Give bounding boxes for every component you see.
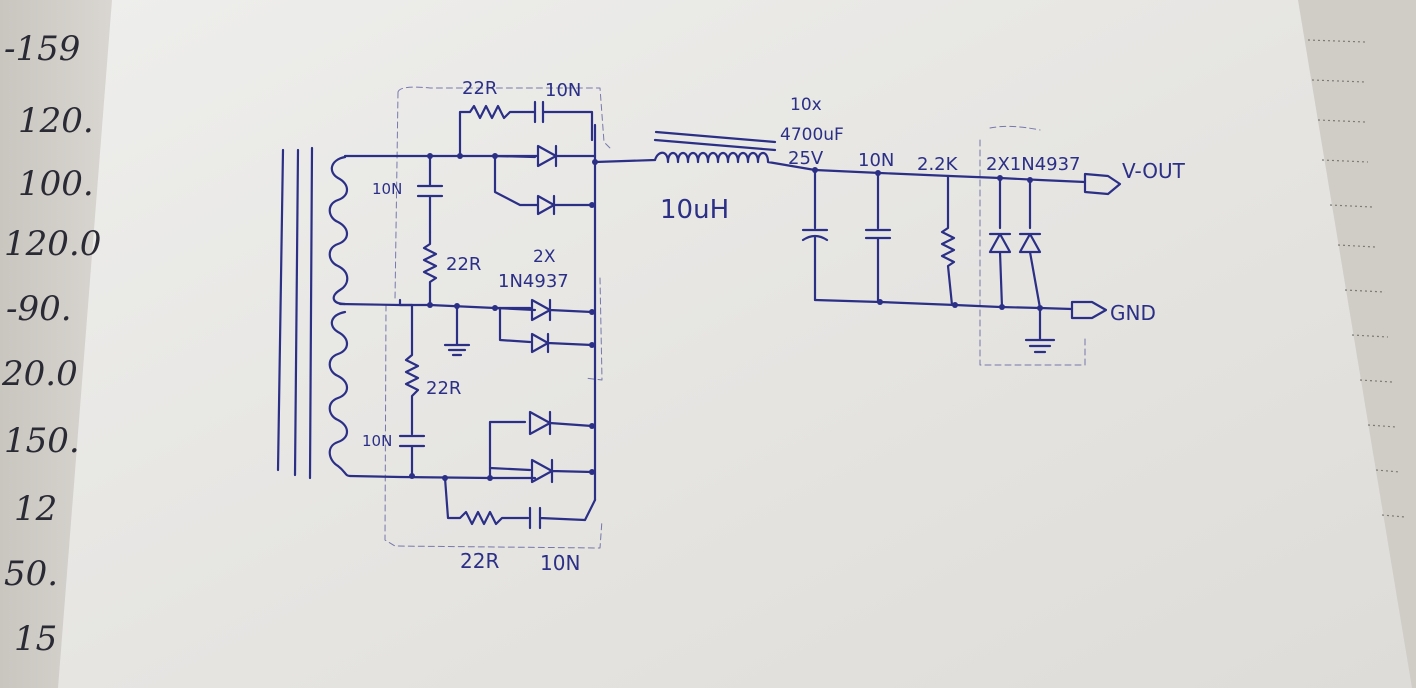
label-bottom-snubber-c: 10N bbox=[540, 551, 580, 575]
diode-low-1 bbox=[488, 410, 594, 480]
wire bbox=[398, 298, 414, 307]
margin-number: 100. bbox=[18, 164, 94, 204]
margin-number: 15 bbox=[14, 619, 57, 659]
resistor-22r-low bbox=[404, 303, 420, 434]
margin-number: 120.0 bbox=[4, 224, 101, 264]
diode-top-1 bbox=[493, 144, 597, 168]
gnd-connector bbox=[1070, 300, 1108, 320]
junction-dots bbox=[409, 153, 1043, 481]
label-cap-bank-count: 10x bbox=[790, 95, 822, 115]
resistor-2k2 bbox=[940, 174, 956, 307]
ground-symbol-out bbox=[1024, 306, 1056, 354]
label-cap-left-low: 10N bbox=[362, 432, 392, 450]
label-cap-left-top: 10N bbox=[372, 180, 402, 198]
label-vout: V-OUT bbox=[1122, 159, 1186, 183]
label-out-diodes: 2X1N4937 bbox=[986, 154, 1081, 175]
margin-number: 50. bbox=[4, 554, 58, 594]
snubber-top bbox=[458, 100, 594, 158]
inductor-core bbox=[653, 130, 777, 152]
label-top-snubber-c: 10N bbox=[545, 80, 581, 101]
wire bbox=[813, 298, 1074, 311]
capacitor-10n-top bbox=[416, 154, 444, 234]
inductor-10uh bbox=[593, 151, 817, 172]
transformer-winding-bottom bbox=[328, 310, 352, 478]
margin-number: -90. bbox=[6, 289, 72, 329]
transformer-winding-top bbox=[328, 155, 349, 306]
label-res-left-low: 22R bbox=[426, 378, 461, 399]
label-diode-pair-count: 2X bbox=[533, 247, 556, 267]
label-res-left-mid: 22R bbox=[446, 254, 481, 275]
margin-number: -159 bbox=[4, 29, 80, 69]
label-inductor: 10uH bbox=[660, 195, 729, 225]
capacitor-10n-out bbox=[864, 171, 892, 304]
margin-number: 12 bbox=[14, 489, 57, 529]
label-top-snubber-r: 22R bbox=[462, 78, 497, 99]
diode-top-2 bbox=[493, 154, 594, 216]
wire bbox=[813, 168, 1087, 184]
ground-symbol bbox=[443, 304, 471, 357]
paper-sheet bbox=[58, 0, 1412, 688]
transformer-core bbox=[276, 146, 314, 480]
margin-number: 150. bbox=[4, 421, 80, 461]
diode-low-2 bbox=[488, 458, 594, 484]
label-out-cap: 10N bbox=[858, 150, 894, 171]
label-diode-pair-part: 1N4937 bbox=[498, 271, 569, 292]
label-cap-bank-value: 4700uF bbox=[780, 125, 844, 145]
margin-number: 120. bbox=[18, 101, 94, 141]
capacitor-10n-low bbox=[398, 430, 426, 478]
diode-out-2 bbox=[1018, 178, 1042, 310]
label-gnd: GND bbox=[1110, 301, 1156, 325]
label-cap-bank-voltage: 25V bbox=[788, 148, 824, 169]
vout-connector bbox=[1083, 172, 1122, 196]
notebook-dotted-lines bbox=[1307, 39, 1406, 518]
label-out-res: 2.2K bbox=[917, 154, 959, 175]
diode-mid-2 bbox=[498, 306, 594, 354]
capacitor-bank bbox=[801, 168, 829, 302]
diode-out-1 bbox=[988, 176, 1012, 309]
notebook-page-left bbox=[0, 0, 130, 688]
dashed-enclosure bbox=[384, 86, 1086, 549]
resistor-22r-mid bbox=[422, 230, 438, 307]
label-bottom-snubber-r: 22R bbox=[460, 549, 499, 573]
circuit-schematic bbox=[276, 86, 1122, 549]
margin-number: 20.0 bbox=[1, 354, 78, 394]
diode-mid-1 bbox=[493, 298, 594, 322]
snubber-bottom bbox=[443, 476, 597, 530]
